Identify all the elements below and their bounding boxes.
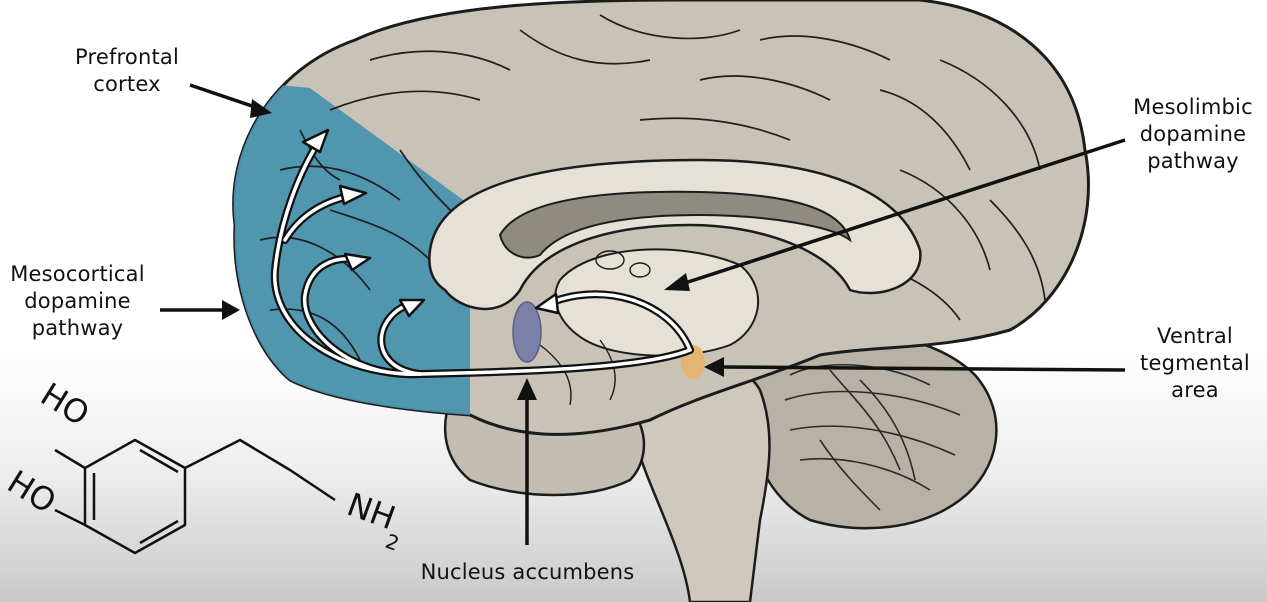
prefrontal-cortex-region [233,80,470,420]
nucleus-accumbens-label: Nucleus accumbens [420,560,635,584]
molecule-labels: HO HO NH 2 [1,375,403,556]
thalamus [554,248,759,357]
corpus-callosum [428,158,922,311]
mesocortical-pathway-label: Mesocortical dopamine pathway [10,262,145,340]
label-pointers [160,83,1126,545]
prefrontal-cortex-label: Prefrontal cortex [74,45,180,96]
hydroxyl-bottom: HO [1,463,63,521]
mesolimbic-pathway-label: Mesolimbic dopamine pathway [1133,95,1253,173]
nucleus-accumbens-structure [512,301,542,363]
pathway-arrowheads [301,128,560,318]
lateral-ventricle [498,190,852,259]
dopamine-molecule [54,438,336,555]
hydroxyl-top: HO [34,375,96,433]
ventral-tegmental-area-label: Ventral tegmental area [1140,324,1250,402]
